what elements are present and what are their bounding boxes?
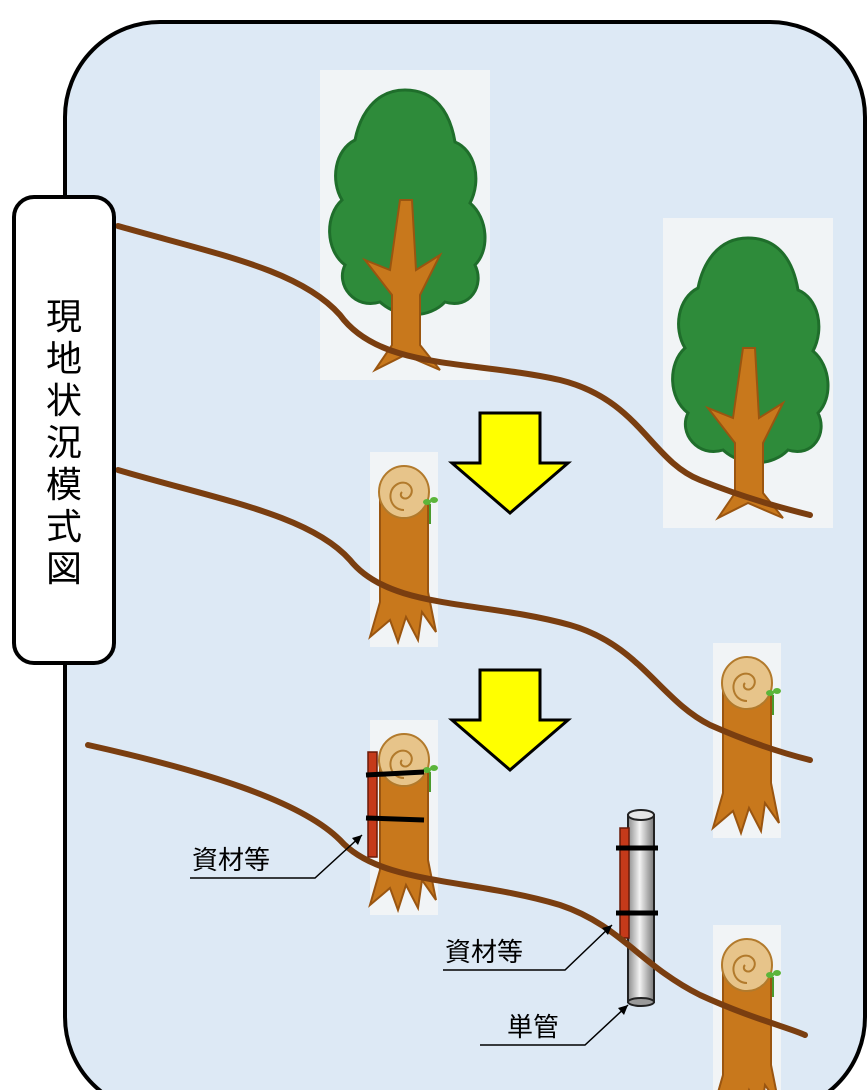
callout-leader-pipe bbox=[480, 1004, 629, 1046]
side-label-box: 現地状況模式図 bbox=[12, 195, 116, 665]
material-strip bbox=[367, 751, 378, 858]
side-label-text: 現地状況模式図 bbox=[45, 297, 82, 590]
binding-band bbox=[365, 815, 425, 823]
stump-icon bbox=[369, 451, 439, 648]
callout-material-1: 資材等 bbox=[192, 846, 271, 876]
callout-leader-material-1 bbox=[190, 834, 363, 879]
callout-leader-material-2 bbox=[443, 924, 613, 971]
callout-material-2: 資材等 bbox=[445, 938, 524, 968]
slope-line-2 bbox=[115, 467, 813, 763]
binding-band bbox=[365, 769, 425, 778]
material-strip bbox=[619, 827, 630, 939]
slope-line-3 bbox=[85, 742, 808, 1038]
slope-line-1 bbox=[115, 223, 813, 518]
pipe-icon bbox=[627, 809, 655, 1007]
tree-icon bbox=[661, 216, 835, 530]
callout-pipe: 単管 bbox=[507, 1013, 560, 1043]
tree-icon bbox=[318, 68, 492, 382]
